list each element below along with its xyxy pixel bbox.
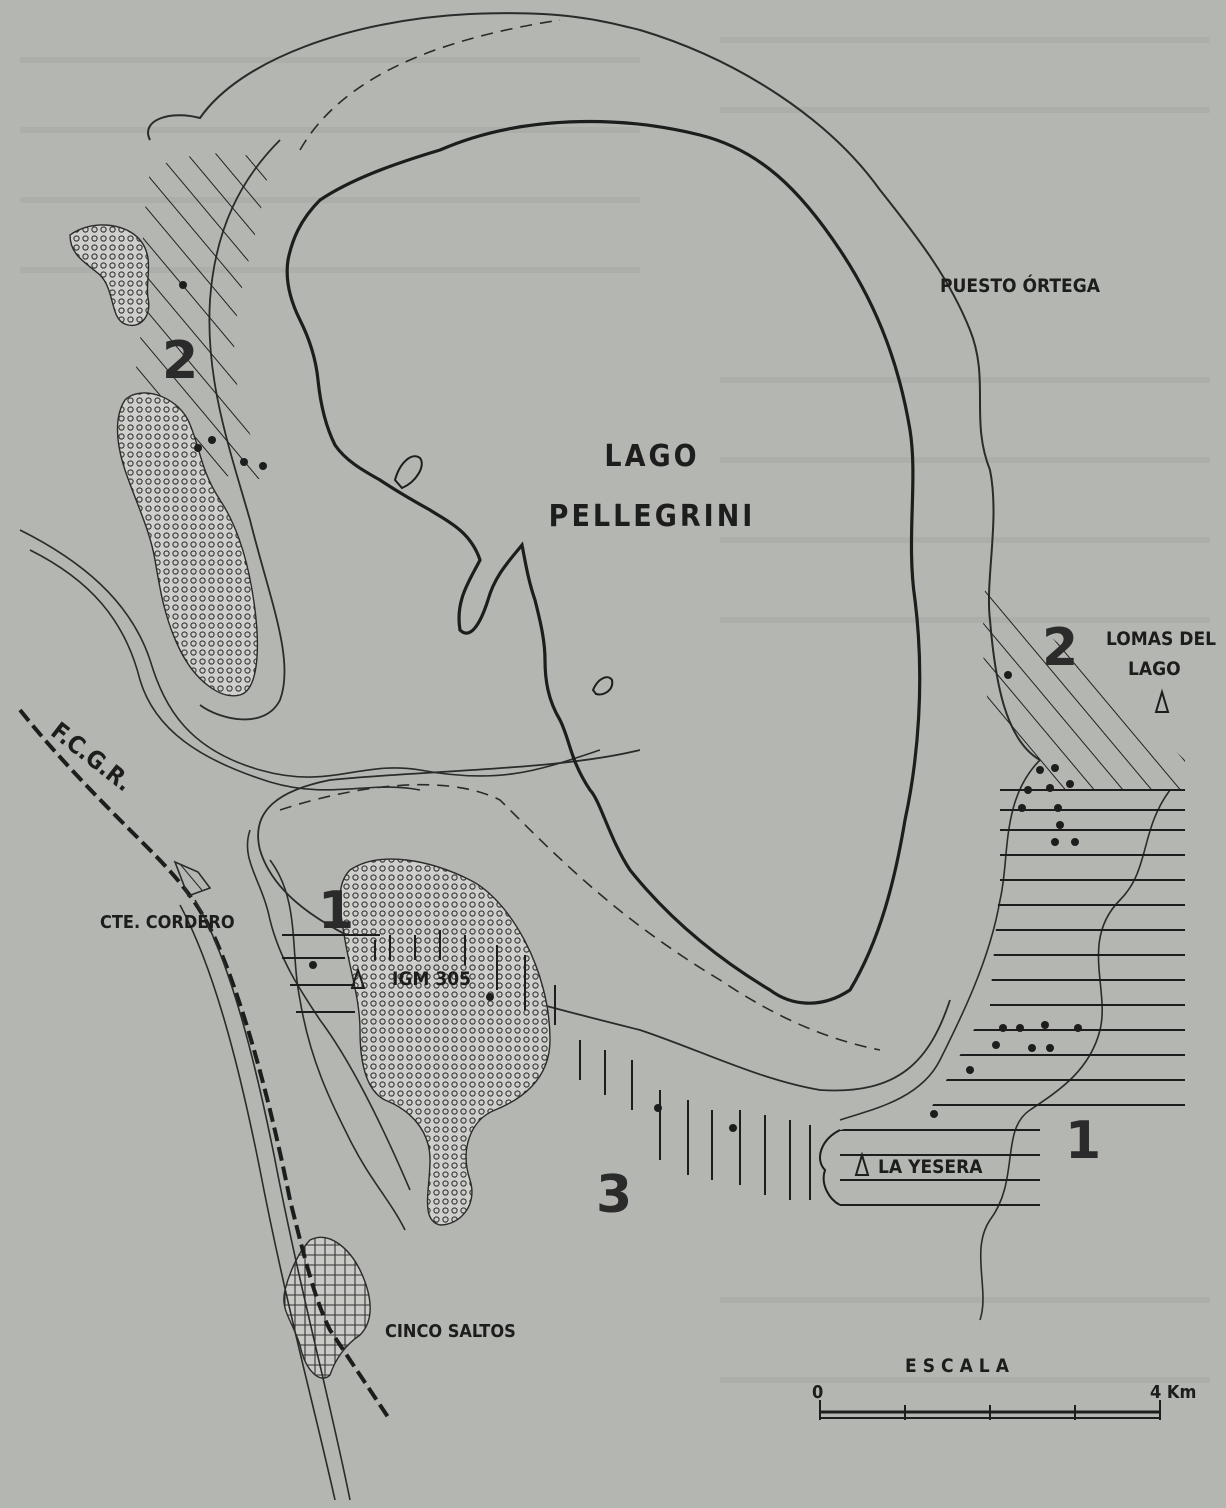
igm-label: IGM 305 (392, 968, 471, 990)
hatch-zone-3 (389, 930, 811, 1200)
hatch-zone-2-east (983, 590, 1185, 790)
east-shore (839, 759, 1041, 1121)
scale-start-label: 0 (812, 1382, 823, 1403)
scale-bar (819, 1400, 1161, 1420)
zone-2-east-number: 2 (1042, 618, 1078, 678)
dashed-contour-north (299, 19, 561, 151)
lomas-triangle (1154, 688, 1170, 713)
cte-cordero-label: CTE. CORDERO (100, 912, 235, 933)
cinco-saltos-town (283, 1236, 371, 1379)
east-stream (979, 789, 1171, 1321)
scale-title: ESCALA (905, 1355, 1015, 1377)
la-yesera-frame (819, 1129, 841, 1206)
lomas-label-line1: LOMAS DEL (1106, 628, 1216, 650)
zone-1-south-number: 1 (318, 881, 354, 941)
zone-3-number: 3 (596, 1165, 632, 1225)
station-marker (173, 860, 212, 898)
la-yesera-label: LA YESERA (878, 1156, 983, 1178)
dashed-contour-south (279, 783, 881, 1051)
lomas-label-line2: LAGO (1128, 658, 1181, 680)
lake-label-line1: LAGO (604, 439, 699, 474)
hatch-zone-1-south (282, 934, 380, 1013)
sample-points (179, 281, 1082, 1132)
outer-basin-boundary (147, 12, 1041, 761)
river-west (19, 529, 601, 778)
lake-pellegrini-shore (285, 119, 922, 1005)
hatch-zone-1-east (840, 789, 1185, 1206)
railway-line (18, 708, 392, 1422)
scale-end-label: 4 Km (1150, 1382, 1196, 1403)
gravel-body-west-large (116, 392, 259, 697)
cinco-saltos-label: CINCO SALTOS (385, 1321, 516, 1342)
zone-2-west-number: 2 (162, 331, 198, 391)
zone-1-east-number: 1 (1065, 1111, 1101, 1171)
gravel-body-south (339, 858, 551, 1226)
puesto-ortega-label: PUESTO ÓRTEGA (940, 273, 1101, 297)
igm-triangle (350, 966, 366, 989)
gravel-body-west-small (69, 224, 150, 327)
hatch-zone-2-west (136, 153, 270, 480)
lake-label-line2: PELLEGRINI (549, 499, 756, 534)
island-south (591, 676, 614, 696)
island-north (393, 455, 423, 490)
la-yesera-triangle (854, 1151, 870, 1176)
